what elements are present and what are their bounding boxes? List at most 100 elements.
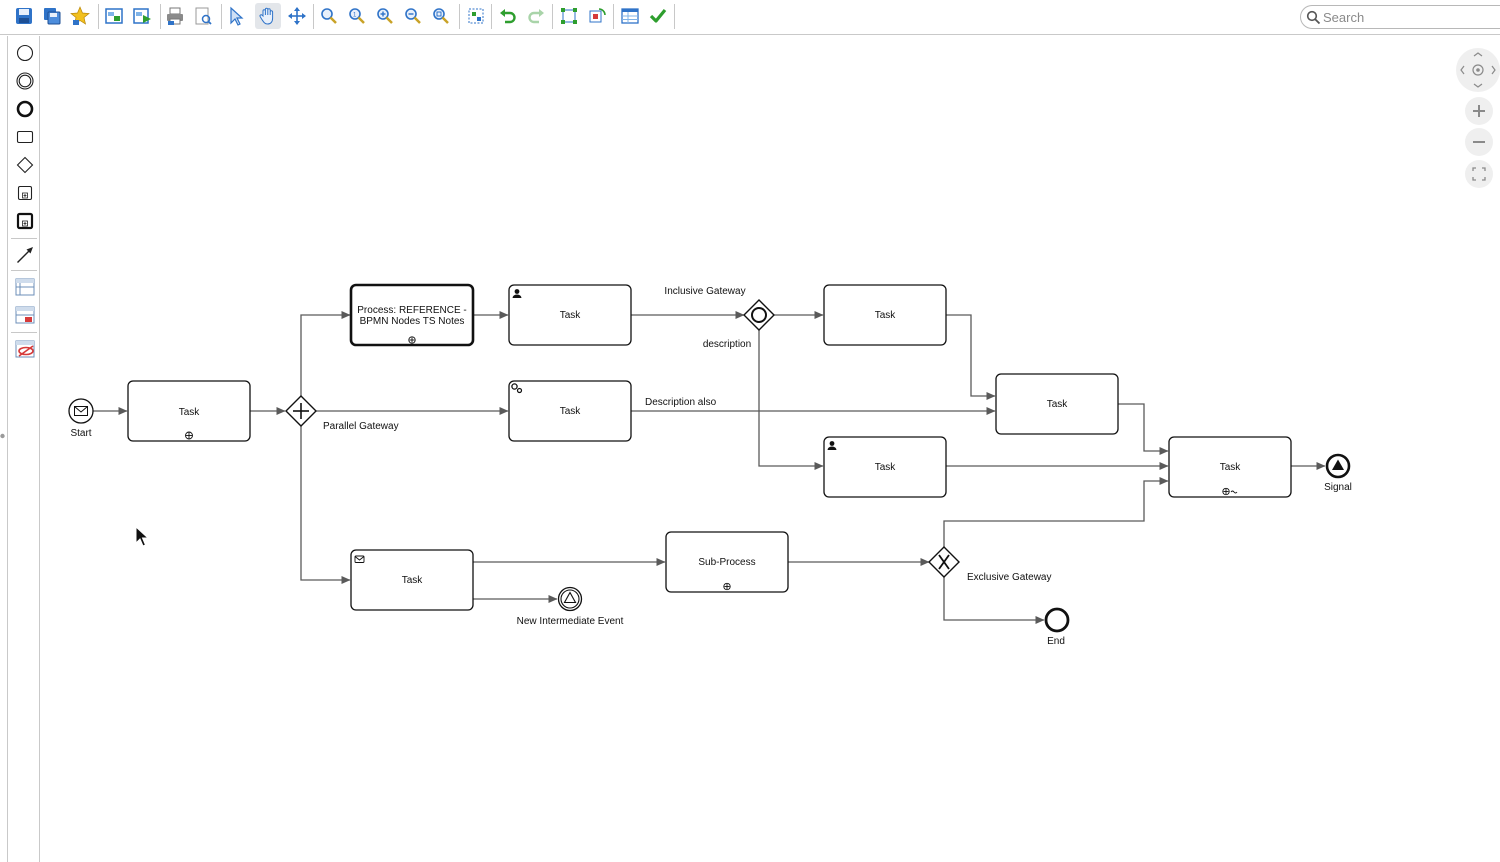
user-icon [512,289,522,298]
zoom-icon[interactable] [316,3,342,29]
refresh-layout-icon[interactable] [584,3,610,29]
hide-lanes-tool[interactable] [14,338,36,360]
pan-control[interactable] [1456,48,1500,92]
gears-icon [511,383,523,394]
pan-left-icon[interactable] [1460,65,1465,75]
undo-icon[interactable] [495,3,521,29]
send-message-icon [354,555,365,563]
signal-label: Signal [1324,482,1352,493]
collapsed-subprocess-tool[interactable] [14,210,36,232]
end-event-tool[interactable] [14,98,36,120]
flow-top-to-middle[interactable] [946,314,996,400]
subprocess-marker-icon [185,431,193,440]
hand-pan-icon[interactable] [255,3,281,29]
flow-exclusive-to-end[interactable] [943,577,1045,624]
user-task-mid-label: Task [875,462,897,473]
redo-icon[interactable] [523,3,549,29]
select-pointer-icon[interactable] [223,3,249,29]
task-top-right-label: Task [875,310,897,321]
end-label: End [1047,636,1065,647]
export-icon[interactable] [129,3,155,29]
inclusive-gateway[interactable]: Inclusive Gateway description [664,286,775,350]
table-view-icon[interactable] [617,3,643,29]
task-top-right[interactable]: Task [823,284,947,346]
pan-up-icon[interactable] [1473,52,1483,57]
gateway-tool[interactable] [14,154,36,176]
auto-layout-icon[interactable] [463,3,489,29]
star-icon[interactable] [67,3,93,29]
start-label: Start [70,428,91,439]
task-middle-right[interactable]: Task [995,373,1119,435]
user-task-top[interactable]: Task [508,284,632,346]
zoom-actual-icon[interactable]: 1 [344,3,370,29]
bounding-box-icon[interactable] [556,3,582,29]
move-icon[interactable] [284,3,310,29]
user-task-mid[interactable]: Task [823,436,947,498]
zoom-in-button[interactable] [1465,97,1493,125]
subprocess-marker-icon [408,336,416,344]
pan-right-icon[interactable] [1491,65,1496,75]
fullscreen-icon [1472,167,1486,181]
connector-tool[interactable] [14,244,36,266]
zoom-out-icon[interactable] [400,3,426,29]
fit-screen-button[interactable] [1465,160,1493,188]
signal-triangle-icon [563,591,577,604]
save-icon[interactable] [11,3,37,29]
import-icon[interactable] [101,3,127,29]
exclusive-gateway[interactable]: Exclusive Gateway [928,546,1051,583]
task-middle-right-label: Task [1047,399,1069,410]
start-message-event[interactable]: Start [68,398,94,439]
intermediate-event-tool[interactable] [14,70,36,92]
left-collapse-handle[interactable] [0,428,5,439]
task-tool[interactable] [14,126,36,148]
process-label-line1: Process: REFERENCE - [357,305,466,316]
flow-inclusive-to-user-mid[interactable] [758,330,824,470]
exclusive-gateway-label: Exclusive Gateway [967,572,1051,583]
process-label-line2: BPMN Nodes TS Notes [360,316,465,327]
intermediate-signal-event[interactable]: New Intermediate Event [517,586,624,628]
svg-text:1: 1 [353,13,357,19]
end-event[interactable]: End [1044,607,1070,647]
lane-tool[interactable] [14,276,36,298]
swimlane-tool[interactable] [14,304,36,326]
search-input[interactable] [1323,8,1493,26]
plus-icon [1473,105,1485,117]
toolbar: 1 [0,0,1500,35]
sequence-flows [93,311,1326,624]
pan-down-icon[interactable] [1473,83,1483,88]
zoom-in-icon[interactable] [372,3,398,29]
print-icon[interactable] [162,3,188,29]
save-as-icon[interactable] [39,3,65,29]
signal-triangle-icon [1332,459,1344,470]
validate-check-icon[interactable] [645,3,671,29]
subprocess-marker-icon [723,582,731,591]
search-icon [1306,10,1321,25]
zoom-fit-icon[interactable] [428,3,454,29]
minus-icon [1473,141,1485,143]
zoom-out-button[interactable] [1465,128,1493,156]
flow-exclusive-to-final[interactable] [943,477,1169,547]
search-box[interactable] [1300,5,1500,29]
send-task[interactable]: Task [350,549,474,611]
diagram-canvas[interactable]: Start Task Parallel Gateway Process: REF… [41,36,1500,862]
service-task[interactable]: Task [508,380,632,442]
signal-end-event[interactable]: Signal [1324,453,1352,493]
center-target-icon[interactable] [1472,64,1484,76]
print-preview-icon[interactable] [190,3,216,29]
task-main-label: Task [179,407,201,418]
parallel-gateway[interactable]: Parallel Gateway [285,395,399,432]
shape-palette [7,36,40,862]
flow-middle-to-final[interactable] [1118,403,1169,455]
flow-parallel-to-send[interactable] [300,426,351,584]
subprocess[interactable]: Sub-Process [665,531,789,593]
envelope-icon [74,406,88,416]
task-final-label: Task [1220,462,1242,473]
task-main[interactable]: Task [127,380,251,442]
call-activity-process[interactable]: Process: REFERENCE - BPMN Nodes TS Notes [349,283,475,347]
subprocess-tool[interactable] [14,182,36,204]
start-event-tool[interactable] [14,42,36,64]
description-also-label: Description also [645,397,717,408]
task-final[interactable]: Task [1168,436,1292,498]
flow-parallel-to-process[interactable] [300,311,351,396]
